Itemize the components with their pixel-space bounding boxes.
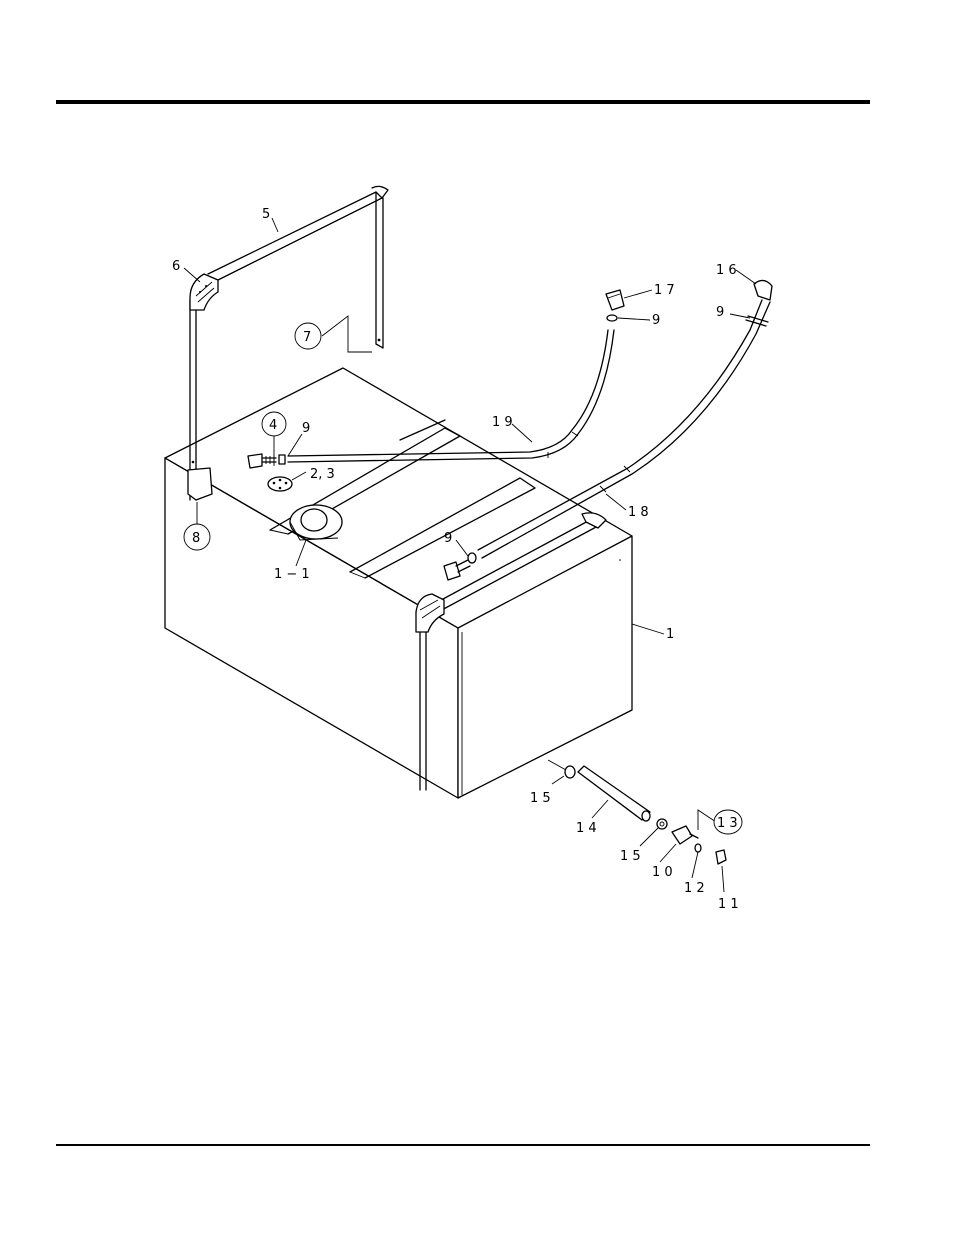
label-part-13: 1 3 [717,816,738,831]
sender-plate [268,477,292,491]
bracket-6 [190,274,218,310]
strap-5 [190,186,388,500]
label-part-14: 1 4 [576,821,597,836]
label-part-8: 8 [192,531,200,546]
label-part-18: 1 8 [628,505,649,520]
bracket-8 [188,468,212,500]
elbow-fitting-mid [444,553,476,580]
label-part-6: 6 [172,259,180,274]
drain-assembly [565,766,726,864]
hose-18 [478,300,770,558]
hose-19 [288,330,614,462]
label-part-4: 4 [269,418,277,433]
label-part-9-filter: 9 [302,421,310,436]
fuel-tank [165,368,632,798]
label-part-10: 1 0 [652,865,673,880]
label-part-9-top: 9 [652,313,660,328]
label-part-15-a: 1 5 [530,791,551,806]
elbow-fitting [248,454,276,468]
label-part-19: 1 9 [492,415,513,430]
label-part-1-1: 1 − 1 [274,567,310,582]
label-part-16: 1 6 [716,263,737,278]
filter-9-left [279,455,285,464]
label-part-12: 1 2 [684,881,705,896]
label-part-17: 1 7 [654,283,675,298]
label-part-1: 1 [666,627,674,642]
label-part-9-mid: 9 [444,531,452,546]
label-part-9-right: 9 [716,305,724,320]
filler-neck [290,505,342,540]
label-part-11: 1 1 [718,897,739,912]
fitting-16 [754,280,772,300]
fitting-17 [606,290,624,310]
label-part-15-b: 1 5 [620,849,641,864]
label-part-7: 7 [303,330,311,345]
washer-9-top [607,315,617,321]
label-part-5: 5 [262,207,270,222]
label-part-2-3: 2, 3 [310,467,335,482]
